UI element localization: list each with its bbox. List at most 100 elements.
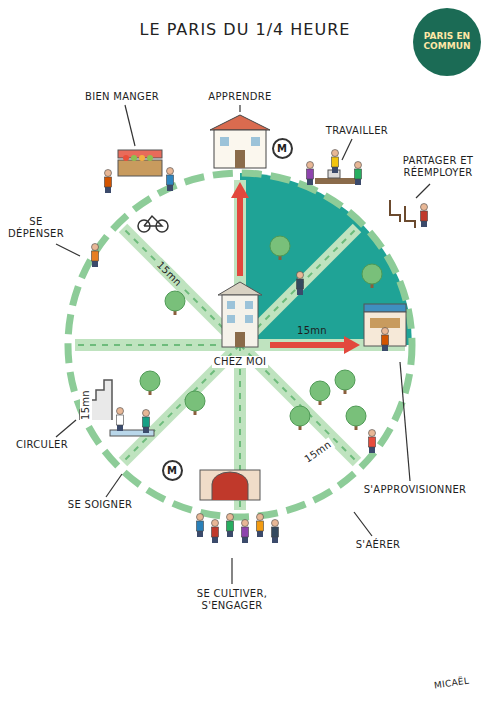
- person-figure: [421, 204, 428, 211]
- market-stall: [147, 155, 153, 161]
- tree: [362, 264, 382, 284]
- shop: [364, 304, 406, 346]
- person-figure: [143, 410, 150, 434]
- person-figure: [117, 415, 124, 425]
- red-arrow: [270, 342, 345, 348]
- person-figure: [307, 162, 314, 169]
- home-label: CHEZ MOI: [212, 356, 269, 368]
- school-building: [235, 150, 245, 168]
- activity-label: S'AÉRER: [356, 539, 401, 551]
- person-figure: [382, 328, 389, 335]
- leader-line: [231, 558, 232, 584]
- leader-line: [400, 362, 410, 481]
- person-figure: [143, 417, 150, 427]
- node-text: M: [277, 143, 287, 154]
- person-figure: [242, 520, 249, 527]
- person-figure: [369, 430, 376, 454]
- leader-line: [56, 420, 76, 437]
- duration-label: 15mn: [80, 388, 92, 422]
- activity-label: BIEN MANGER: [85, 91, 159, 103]
- person-figure: [382, 328, 389, 352]
- leader-line: [56, 105, 430, 584]
- person-figure: [227, 514, 234, 521]
- duration-label: 15mn: [153, 258, 186, 291]
- person-figure: [212, 527, 219, 537]
- tree: [140, 371, 160, 395]
- activity-label: SE DÉPENSER: [6, 216, 66, 240]
- activity-label: SE SOIGNER: [68, 499, 133, 511]
- market-stall: [118, 160, 162, 176]
- page-title: LE PARIS DU 1/4 HEURE: [140, 20, 351, 39]
- person-figure: [242, 527, 249, 537]
- person-figure: [421, 211, 428, 221]
- tree: [185, 391, 205, 411]
- activity-label: CIRCULER: [16, 439, 68, 451]
- person-figure: [332, 150, 339, 157]
- person-figure: [227, 514, 234, 538]
- tree: [346, 406, 366, 426]
- node-text: PARIS EN COMMUN: [419, 32, 475, 52]
- market-stall: [123, 155, 129, 161]
- person-figure: [332, 157, 339, 167]
- person-figure: [117, 408, 124, 432]
- leader-line: [416, 184, 430, 198]
- person-figure: [197, 514, 204, 521]
- person-figure: [92, 244, 99, 251]
- person-figure: [167, 175, 174, 185]
- tree: [165, 291, 185, 311]
- person-figure: [92, 251, 99, 261]
- person-figure: [307, 162, 314, 186]
- bicycle: [144, 216, 162, 226]
- person-figure: [117, 408, 124, 415]
- person-figure: [369, 437, 376, 447]
- person-figure: [92, 244, 99, 268]
- person-figure: [242, 520, 249, 544]
- person-figure: [272, 527, 279, 537]
- person-figure: [105, 170, 112, 194]
- tree: [335, 370, 355, 394]
- school-building: [251, 137, 260, 146]
- tree: [362, 264, 382, 288]
- bicycle: [138, 216, 168, 232]
- home-building: [227, 301, 235, 309]
- person-figure: [212, 520, 219, 544]
- tree: [270, 236, 290, 260]
- leader-line: [342, 139, 352, 160]
- person-figure: [421, 204, 428, 228]
- reuse-chairs: [405, 206, 415, 228]
- leader-line: [125, 105, 135, 146]
- market-stall: [139, 155, 145, 161]
- leader-line: [56, 244, 80, 256]
- reuse-chairs: [390, 200, 400, 222]
- activity-label: APPRENDRE: [208, 91, 271, 103]
- person-figure: [297, 272, 304, 296]
- activity-label: S'APPROVISIONNER: [364, 484, 467, 496]
- tree: [165, 291, 185, 315]
- activity-label: SE CULTIVER, S'ENGAGER: [180, 588, 284, 612]
- person-figure: [257, 514, 264, 538]
- theatre-stage: [200, 470, 260, 500]
- person-figure: [355, 162, 362, 169]
- tree: [270, 236, 290, 256]
- market-stall: [118, 150, 162, 176]
- reuse-chairs: [390, 200, 415, 228]
- home-building: [235, 332, 245, 347]
- person-figure: [272, 520, 279, 544]
- red-arrow: [344, 336, 360, 354]
- person-figure: [197, 521, 204, 531]
- tree: [310, 381, 330, 401]
- person-figure: [105, 170, 112, 177]
- person-figure: [105, 177, 112, 187]
- leader-line: [239, 105, 240, 112]
- tree: [346, 406, 366, 430]
- red-arrow: [237, 197, 243, 276]
- activity-label: TRAVAILLER: [326, 125, 388, 137]
- person-figure: [257, 514, 264, 521]
- person-figure: [355, 169, 362, 179]
- market-stall: [131, 155, 137, 161]
- shop: [370, 318, 400, 328]
- shop: [364, 304, 406, 312]
- duration-label: 15mn: [295, 325, 329, 337]
- school-building: [220, 137, 229, 146]
